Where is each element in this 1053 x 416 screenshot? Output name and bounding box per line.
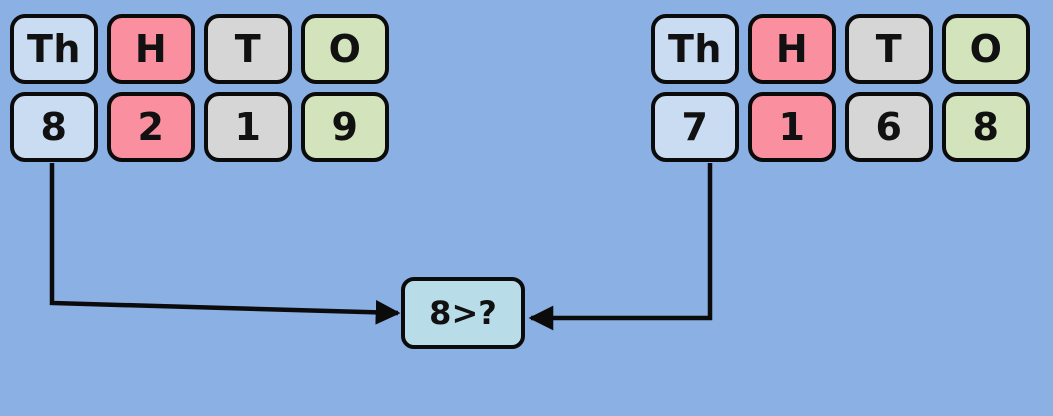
left-digit-tens[interactable]: 1 <box>204 92 292 162</box>
right-header-hundreds[interactable]: H <box>748 14 836 84</box>
left-place-value-group: Th H T O 8 2 1 9 <box>10 14 389 162</box>
right-digit-thousands[interactable]: 7 <box>651 92 739 162</box>
left-header-ones[interactable]: O <box>301 14 389 84</box>
right-digit-ones[interactable]: 8 <box>942 92 1030 162</box>
left-connector-arrow <box>49 163 401 325</box>
left-digit-ones[interactable]: 9 <box>301 92 389 162</box>
left-header-row: Th H T O <box>10 14 389 84</box>
comparison-label: 8>? <box>429 294 497 332</box>
right-header-thousands[interactable]: Th <box>651 14 739 84</box>
left-header-tens[interactable]: T <box>204 14 292 84</box>
right-digit-hundreds[interactable]: 1 <box>748 92 836 162</box>
left-digit-row: 8 2 1 9 <box>10 92 389 162</box>
right-digit-row: 7 1 6 8 <box>651 92 1030 162</box>
right-header-row: Th H T O <box>651 14 1030 84</box>
comparison-box[interactable]: 8>? <box>401 277 525 349</box>
right-header-ones[interactable]: O <box>942 14 1030 84</box>
right-header-tens[interactable]: T <box>845 14 933 84</box>
left-digit-hundreds[interactable]: 2 <box>107 92 195 162</box>
right-connector-arrow <box>528 163 713 331</box>
left-header-hundreds[interactable]: H <box>107 14 195 84</box>
right-digit-tens[interactable]: 6 <box>845 92 933 162</box>
left-header-thousands[interactable]: Th <box>10 14 98 84</box>
left-digit-thousands[interactable]: 8 <box>10 92 98 162</box>
right-place-value-group: Th H T O 7 1 6 8 <box>651 14 1030 162</box>
